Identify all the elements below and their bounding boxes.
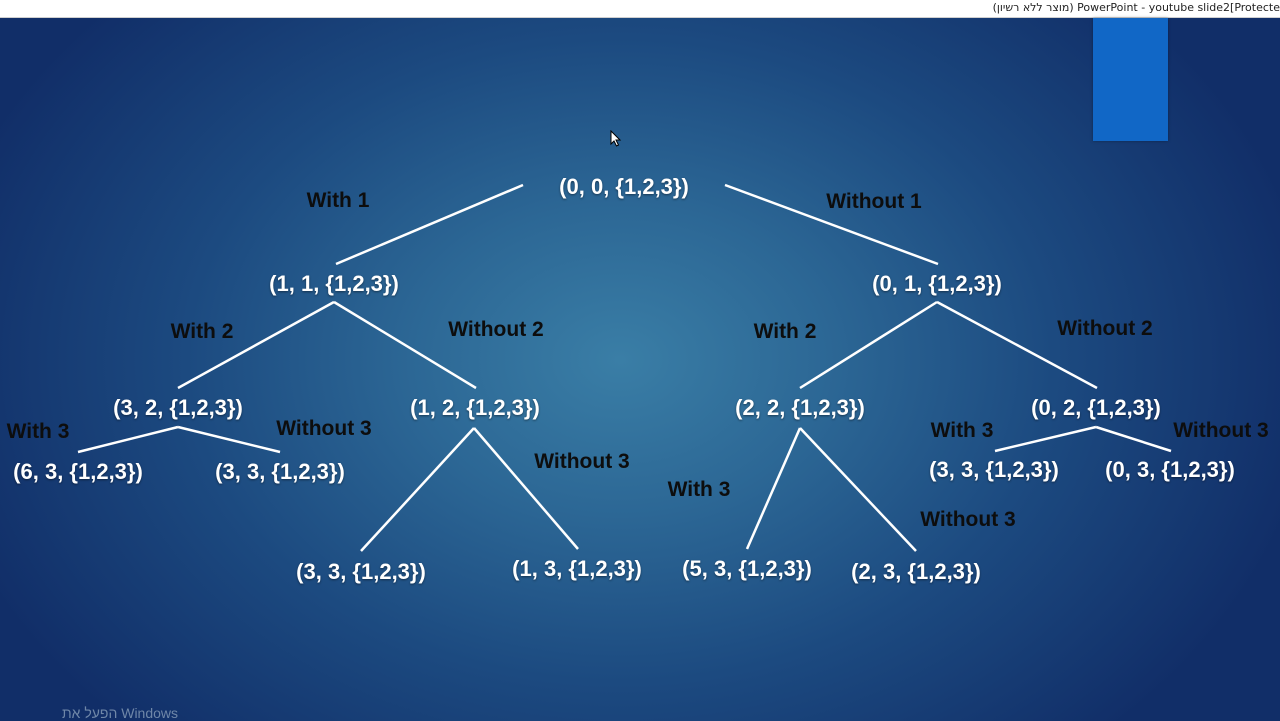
edge-line-n12-n122 bbox=[473, 427, 579, 550]
tree-node-n121: (3, 3, {1,2,3}) bbox=[296, 559, 426, 584]
edge-label-n1-n12: Without 2 bbox=[448, 318, 544, 341]
edge-label-n0-n1: With 1 bbox=[306, 189, 370, 212]
tree-node-n21: (2, 2, {1,2,3}) bbox=[735, 395, 865, 420]
edge-label-n0-n2: Without 1 bbox=[826, 190, 922, 213]
edge-line-n0-n2 bbox=[724, 183, 939, 266]
edge-line-n21-n212 bbox=[799, 427, 917, 552]
edge-label-n11-n111: With 3 bbox=[6, 420, 70, 443]
tree-node-n211: (5, 3, {1,2,3}) bbox=[682, 556, 812, 581]
activation-watermark: הפעל את Windows bbox=[62, 705, 179, 721]
tree-node-n122: (1, 3, {1,2,3}) bbox=[512, 556, 642, 581]
tree-node-n221: (3, 3, {1,2,3}) bbox=[929, 457, 1059, 482]
tree-node-n1: (1, 1, {1,2,3}) bbox=[269, 271, 399, 296]
edge-line-n0-n1 bbox=[335, 183, 524, 266]
edge-line-n11-n111 bbox=[77, 425, 179, 454]
edge-line-n11-n112 bbox=[177, 425, 281, 454]
edge-line-n1-n12 bbox=[333, 300, 477, 390]
edge-label-n11-n112: Without 3 bbox=[276, 417, 372, 440]
edge-label-n2-n21: With 2 bbox=[753, 320, 817, 343]
tree-node-n0: (0, 0, {1,2,3}) bbox=[559, 174, 689, 199]
edge-label-n21-n212: Without 3 bbox=[920, 508, 1016, 531]
edge-line-n21-n211 bbox=[745, 427, 802, 550]
edge-line-n12-n121 bbox=[360, 427, 475, 552]
edge-label-n12-n122: Without 3 bbox=[534, 450, 630, 473]
tree-node-n111: (6, 3, {1,2,3}) bbox=[13, 459, 143, 484]
edge-line-n2-n22 bbox=[936, 300, 1098, 390]
mouse-pointer-icon bbox=[610, 130, 622, 147]
window-titlebar: (מוצר ללא רשיון) PowerPoint - youtube sl… bbox=[0, 0, 1280, 18]
window-title: (מוצר ללא רשיון) PowerPoint - youtube sl… bbox=[992, 1, 1280, 14]
edge-label-n22-n221: With 3 bbox=[930, 419, 994, 442]
accent-rectangle bbox=[1093, 18, 1168, 141]
edge-line-n22-n222 bbox=[1095, 425, 1172, 453]
edge-label-n1-n11: With 2 bbox=[170, 320, 234, 343]
tree-node-n22: (0, 2, {1,2,3}) bbox=[1031, 395, 1161, 420]
edge-line-n2-n21 bbox=[799, 300, 938, 390]
edge-label-n2-n22: Without 2 bbox=[1057, 317, 1153, 340]
edge-line-n22-n221 bbox=[994, 425, 1097, 453]
tree-node-n12: (1, 2, {1,2,3}) bbox=[410, 395, 540, 420]
tree-node-n2: (0, 1, {1,2,3}) bbox=[872, 271, 1002, 296]
tree-node-n212: (2, 3, {1,2,3}) bbox=[851, 559, 981, 584]
edge-lines bbox=[77, 183, 1172, 552]
tree-node-n11: (3, 2, {1,2,3}) bbox=[113, 395, 243, 420]
tree-node-n112: (3, 3, {1,2,3}) bbox=[215, 459, 345, 484]
tree-node-n222: (0, 3, {1,2,3}) bbox=[1105, 457, 1235, 482]
edge-line-n1-n11 bbox=[177, 300, 335, 390]
edge-label-n22-n222: Without 3 bbox=[1173, 419, 1269, 442]
edge-label-n21-n211: With 3 bbox=[667, 478, 731, 501]
